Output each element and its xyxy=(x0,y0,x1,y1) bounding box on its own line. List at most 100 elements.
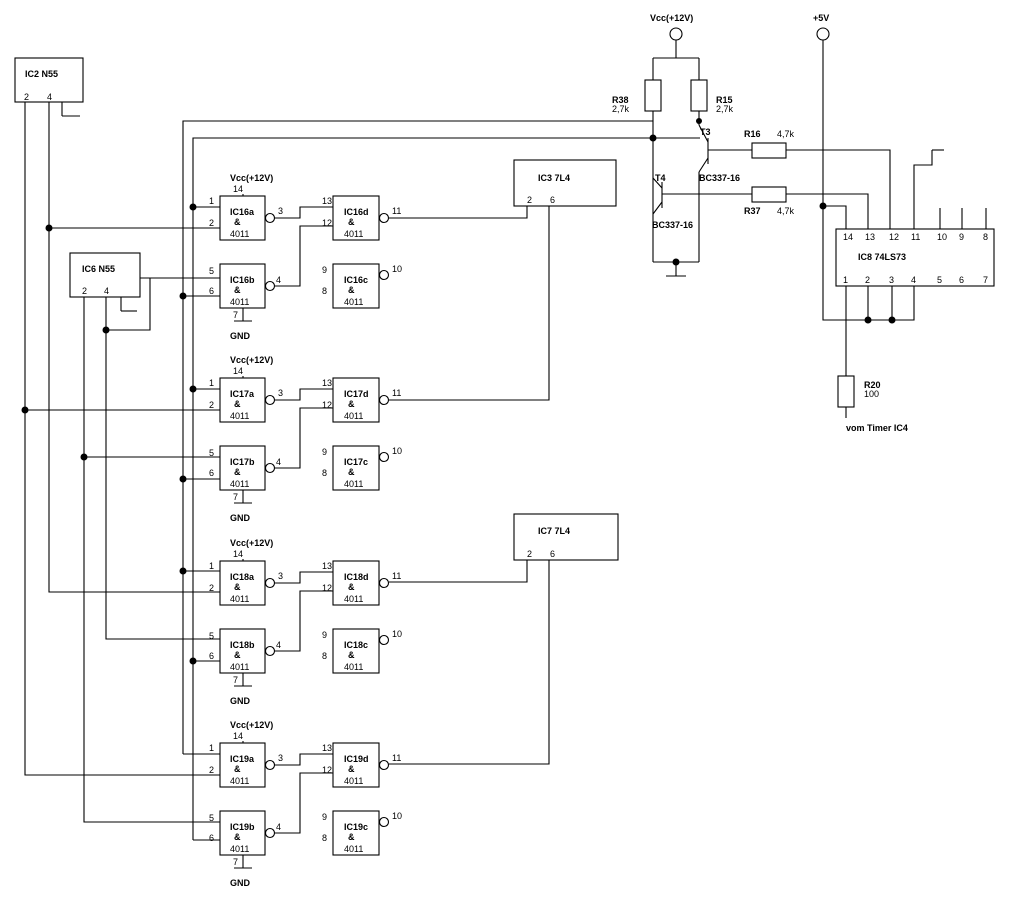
pin8: 8 xyxy=(322,286,327,296)
r37-value: 4,7k xyxy=(777,206,795,216)
gnd-label: GND xyxy=(230,878,251,888)
vcc-terminal xyxy=(669,27,683,41)
pin9: 9 xyxy=(322,447,327,457)
gate-b-part: 4011 xyxy=(230,662,249,672)
ic2-pin2: 2 xyxy=(24,92,29,102)
junction xyxy=(179,292,187,300)
wire-b-d xyxy=(275,590,333,652)
ic3-label: IC3 7L4 xyxy=(538,173,570,183)
ic8-top-pin: 9 xyxy=(959,232,964,242)
gate-d-box xyxy=(332,742,380,788)
ic7-label: IC7 7L4 xyxy=(538,526,570,536)
gate-c-bubble xyxy=(378,634,390,646)
ic8-top-pin: 13 xyxy=(865,232,875,242)
r15-body xyxy=(690,79,708,112)
t3-type: BC337-16 xyxy=(699,173,740,183)
gate-c-part: 4011 xyxy=(344,297,363,307)
gate-b-box xyxy=(219,628,266,674)
pin11: 11 xyxy=(392,388,401,398)
gate-c-and: & xyxy=(348,832,355,842)
r37-name: R37 xyxy=(744,206,761,216)
gate-b-name: IC17b xyxy=(230,457,255,467)
gate-a-name: IC18a xyxy=(230,572,255,582)
gate-d-name: IC19d xyxy=(344,754,369,764)
t4-type: BC337-16 xyxy=(652,220,693,230)
gate-b-name: IC18b xyxy=(230,640,255,650)
gate-d-bubble xyxy=(378,394,390,406)
gnd-label: GND xyxy=(230,513,251,523)
pin11: 11 xyxy=(392,571,401,581)
wire-ic6-p4 xyxy=(105,297,220,640)
wire-r37-ic8 xyxy=(786,193,869,229)
gate-a-name: IC17a xyxy=(230,389,255,399)
gate-c-name: IC16c xyxy=(344,275,368,285)
pin5: 5 xyxy=(209,813,214,823)
wire-ic17d-ic3p6 xyxy=(389,206,550,401)
pin5: 5 xyxy=(209,631,214,641)
gate-c-name: IC18c xyxy=(344,640,368,650)
gate-b-and: & xyxy=(234,650,241,660)
junction xyxy=(179,475,187,483)
junction xyxy=(189,385,197,393)
ic8-bottom-pin: 2 xyxy=(865,275,870,285)
pin5: 5 xyxy=(209,266,214,276)
pin14: 14 xyxy=(233,366,243,376)
wire-ic2-p2 xyxy=(24,102,220,776)
plus5-terminal xyxy=(816,27,830,41)
pin7: 7 xyxy=(233,675,238,685)
pin14: 14 xyxy=(233,184,243,194)
r20-value: 100 xyxy=(864,389,879,399)
gate-b-and: & xyxy=(234,285,241,295)
ic8-top-pin: 14 xyxy=(843,232,853,242)
gate-a-bubble xyxy=(264,212,276,224)
ic8-bottom-pin: 6 xyxy=(959,275,964,285)
ic8-bottom-pin: 4 xyxy=(911,275,916,285)
junction xyxy=(45,224,53,232)
gate-c-part: 4011 xyxy=(344,844,363,854)
ic8-label: IC8 74LS73 xyxy=(858,252,906,262)
gate-c-bubble xyxy=(378,816,390,828)
vcc-label: Vcc(+12V) xyxy=(230,173,273,183)
gate-a-name: IC19a xyxy=(230,754,255,764)
gnd-label: GND xyxy=(230,331,251,341)
junction xyxy=(179,567,187,575)
gate-a-and: & xyxy=(234,399,241,409)
gate-a-box xyxy=(219,560,266,606)
junction xyxy=(21,406,29,414)
wire-r16-ic8 xyxy=(786,149,891,229)
pin13: 13 xyxy=(322,378,332,388)
gate-b-and: & xyxy=(234,467,241,477)
gate-c-part: 4011 xyxy=(344,662,363,672)
pin1: 1 xyxy=(209,743,214,753)
pin3: 3 xyxy=(278,206,283,216)
pin4: 4 xyxy=(276,457,281,467)
wire-ic16d-ic3p2 xyxy=(389,206,528,219)
pin2: 2 xyxy=(209,400,214,410)
gate-d-bubble xyxy=(378,212,390,224)
pin6: 6 xyxy=(209,833,214,843)
r20-name: R20 xyxy=(864,380,881,390)
pin1: 1 xyxy=(209,561,214,571)
pin2: 2 xyxy=(209,583,214,593)
vcc-label: Vcc(+12V) xyxy=(230,538,273,548)
gate-b-and: & xyxy=(234,832,241,842)
ic6-label: IC6 N55 xyxy=(82,264,115,274)
pin1: 1 xyxy=(209,196,214,206)
ic8-top-pin: 12 xyxy=(889,232,899,242)
gate-d-bubble xyxy=(378,577,390,589)
pin2: 2 xyxy=(209,765,214,775)
pin8: 8 xyxy=(322,833,327,843)
ic7-pin6: 6 xyxy=(550,549,555,559)
pin12: 12 xyxy=(322,400,332,410)
gate-a-part: 4011 xyxy=(230,776,249,786)
ic8-top-pin: 8 xyxy=(983,232,988,242)
pin13: 13 xyxy=(322,743,332,753)
ic2-pin4: 4 xyxy=(47,92,52,102)
r15-name: R15 xyxy=(716,95,733,105)
pin1: 1 xyxy=(209,378,214,388)
pin5: 5 xyxy=(209,448,214,458)
t4-emitter xyxy=(652,201,663,215)
wire-ic6-feedback xyxy=(106,277,151,331)
gate-c-bubble xyxy=(378,451,390,463)
